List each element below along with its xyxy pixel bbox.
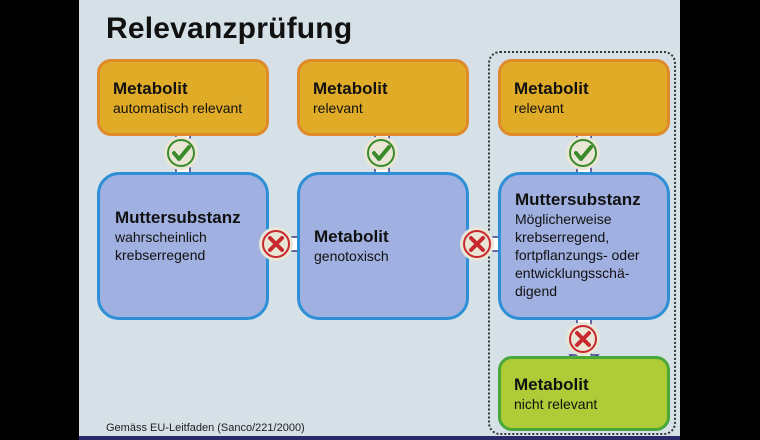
box-line: entwicklungsschä- (515, 265, 630, 281)
box-line: Möglicherweise (515, 211, 612, 227)
box-line: krebserregend, (515, 229, 610, 245)
slide-bottom-bar (79, 436, 680, 440)
box-heading: Metabolit (113, 79, 188, 98)
metabolit-not-relevant-box: Metabolit nicht relevant (498, 356, 670, 431)
box-text: automatisch relevant (113, 100, 243, 116)
box-heading: Metabolit (514, 375, 589, 394)
box-line: digend (515, 283, 558, 299)
check-icon (566, 136, 600, 170)
box-text: relevant (313, 100, 363, 116)
box-heading: Metabolit (314, 227, 389, 246)
box-text: nicht relevant (514, 396, 598, 412)
cross-icon (259, 227, 293, 261)
metabolit-relevant-box: Metabolit relevant (297, 59, 469, 136)
metabolit-genotoxic-box: Metabolit genotoxisch (297, 172, 469, 320)
box-heading: Metabolit (313, 79, 388, 98)
metabolit-relevant-box-3: Metabolit relevant (498, 59, 670, 136)
cross-icon (460, 227, 494, 261)
check-icon (364, 136, 398, 170)
metabolit-automatically-relevant-box: Metabolit automatisch relevant (97, 59, 269, 136)
cross-icon (566, 322, 600, 356)
box-line: wahrscheinlich (115, 229, 207, 245)
source-footnote: Gemäss EU-Leitfaden (Sanco/221/2000) (106, 422, 305, 434)
page-title: Relevanzprüfung (106, 12, 353, 45)
muttersubstanz-possibly-cmr-box: Muttersubstanz Möglicherweise krebserreg… (498, 172, 670, 320)
box-heading: Muttersubstanz (115, 208, 241, 227)
box-line: krebserregend (115, 247, 206, 263)
muttersubstanz-probably-carcinogenic-box: Muttersubstanz wahrscheinlich krebserreg… (97, 172, 269, 320)
box-line: fortpflanzungs- oder (515, 247, 640, 263)
box-heading: Metabolit (514, 79, 589, 98)
box-text: relevant (514, 100, 564, 116)
check-icon (164, 136, 198, 170)
box-line: genotoxisch (314, 248, 389, 264)
box-heading: Muttersubstanz (515, 190, 641, 209)
